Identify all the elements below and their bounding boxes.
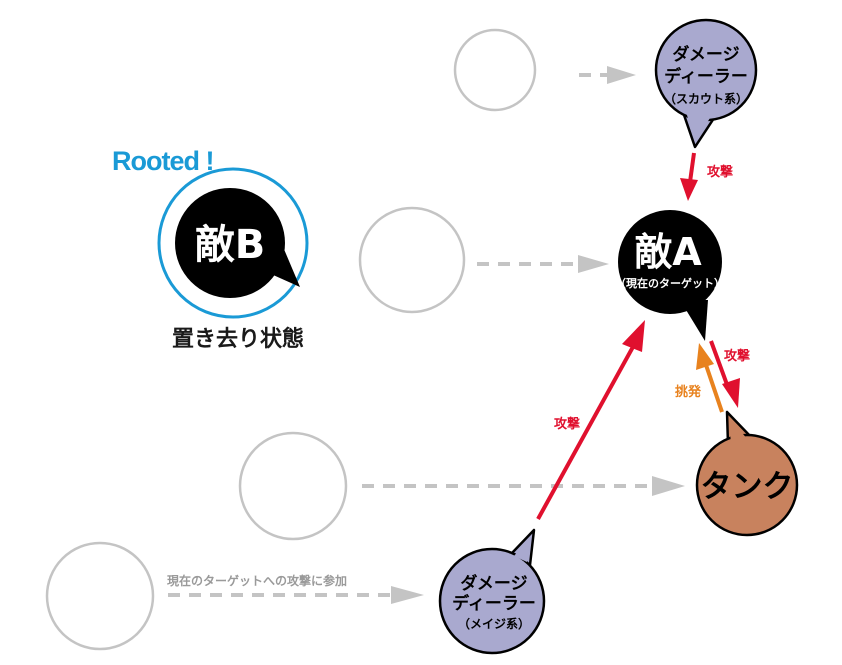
follow-label: 現在のターゲットへの攻撃に参加 bbox=[167, 573, 347, 588]
provoke-arrow bbox=[696, 343, 724, 413]
enemy-a-title: 敵A bbox=[634, 230, 702, 274]
tank-node: タンク bbox=[695, 410, 799, 537]
follow-arrow-top bbox=[579, 66, 636, 84]
dps-mage-line2: ディーラー bbox=[452, 593, 536, 614]
dps-scout-line1: ダメージ bbox=[672, 44, 739, 65]
follow-arrow-bottom bbox=[168, 586, 424, 604]
dps-mage-line3: （メイジ系） bbox=[458, 616, 530, 631]
follow-arrow-middle bbox=[477, 255, 609, 273]
scout-attack-arrow bbox=[680, 152, 698, 201]
rooted-ring bbox=[157, 167, 309, 319]
ghost-circle-bottom bbox=[45, 541, 155, 651]
dps-scout-line3: （スカウト系） bbox=[664, 91, 748, 106]
ghost-circle-middle bbox=[358, 206, 466, 314]
tank-attack-label: 攻撃 bbox=[724, 348, 750, 364]
dps-scout-node: ダメージ ディーラー （スカウト系） bbox=[654, 18, 758, 149]
ghost-circle-lower bbox=[238, 431, 348, 541]
enemy-b-node: 敵B bbox=[157, 167, 309, 319]
scout-attack-label: 攻撃 bbox=[707, 164, 733, 180]
dps-mage-node: ダメージ ディーラー （メイジ系） bbox=[438, 528, 546, 655]
rooted-status-label: Rooted ! bbox=[112, 146, 213, 176]
provoke-label: 挑発 bbox=[675, 384, 702, 400]
ghost-circle-top bbox=[453, 28, 537, 112]
enemy-a-subtitle: （現在のターゲット） bbox=[615, 276, 725, 290]
enemy-b-title: 敵B bbox=[195, 222, 266, 268]
mage-attack-arrow bbox=[536, 320, 645, 520]
tank-title: タンク bbox=[701, 469, 794, 505]
enemy-attack-tank-arrow bbox=[709, 340, 740, 408]
enemy-b-caption: 置き去り状態 bbox=[172, 326, 304, 352]
follow-arrow-lower bbox=[362, 476, 685, 496]
dps-scout-line2: ディーラー bbox=[664, 66, 748, 87]
mage-attack-label: 攻撃 bbox=[554, 416, 580, 432]
enemy-a-node: 敵A （現在のターゲット） bbox=[615, 210, 725, 341]
dps-mage-line1: ダメージ bbox=[460, 573, 527, 594]
